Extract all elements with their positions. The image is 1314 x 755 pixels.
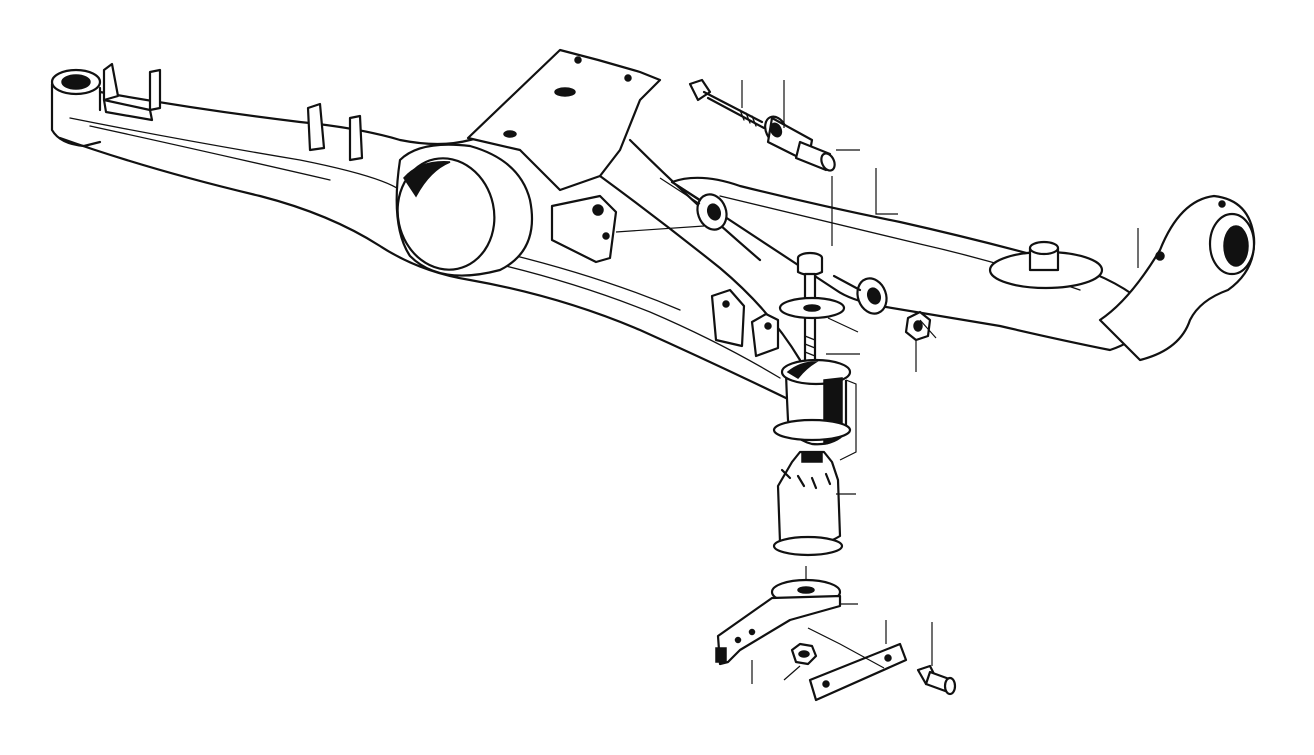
- support-plate: [715, 578, 842, 666]
- rubber-mount: [772, 358, 852, 446]
- bushing-sleeve: [794, 140, 836, 172]
- leader-lines: [615, 80, 1139, 684]
- collar-nut: [904, 310, 932, 342]
- strap-bracket: [808, 642, 908, 702]
- trailing-arm: [670, 176, 1256, 362]
- hex-bolt: [688, 78, 766, 130]
- hex-nut: [790, 642, 818, 666]
- washer: [778, 296, 846, 320]
- stop-buffer: [772, 450, 844, 557]
- flange-bolt: [916, 664, 957, 696]
- rear-axle-carrier: [50, 48, 802, 402]
